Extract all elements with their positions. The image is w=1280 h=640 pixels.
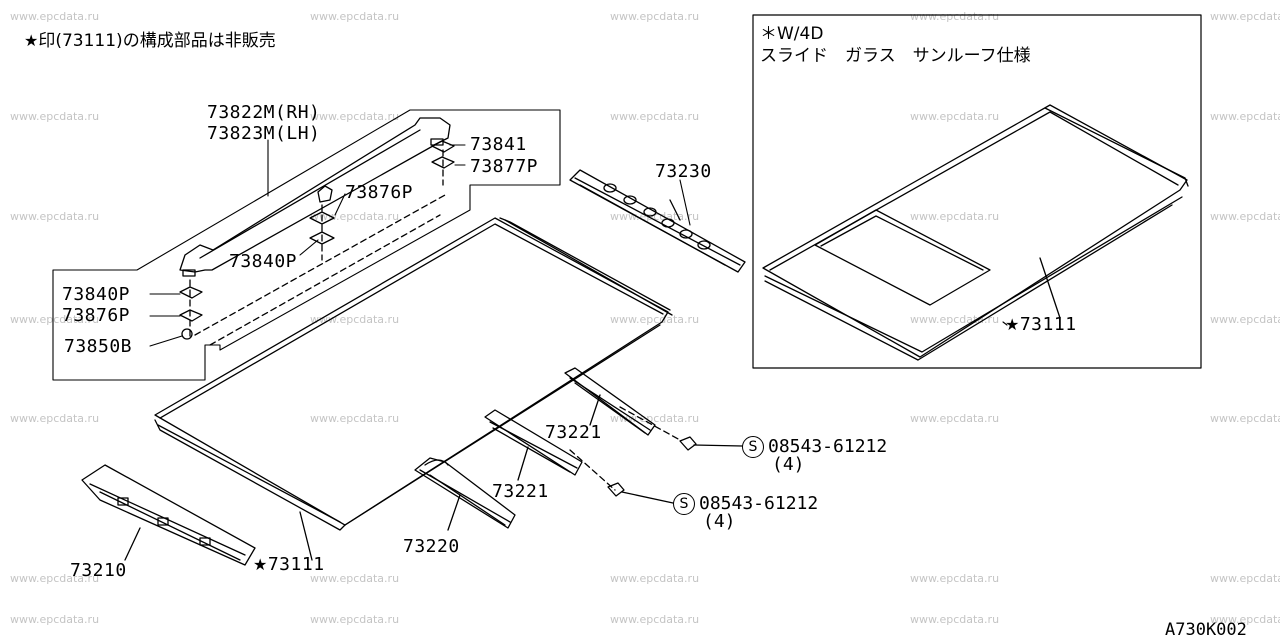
watermark-text: www.epcdata.ru xyxy=(10,210,100,223)
watermark-text: www.epcdata.ru xyxy=(610,572,700,585)
watermark-text: www.epcdata.ru xyxy=(910,572,1000,585)
watermark-text: www.epcdata.ru xyxy=(310,10,400,23)
watermark-text: www.epcdata.ru xyxy=(910,10,1000,23)
part-label-73840p-middle[interactable]: 73840P xyxy=(229,251,298,272)
rail-group-bracket xyxy=(52,109,561,381)
watermark-text: www.epcdata.ru xyxy=(10,613,100,626)
watermark-text: www.epcdata.ru xyxy=(310,313,400,326)
watermark-text: www.epcdata.ru xyxy=(610,412,700,425)
part-label-73876p[interactable]: 73876P xyxy=(62,305,131,326)
inset-frame xyxy=(752,14,1202,369)
watermark-text: www.epcdata.ru xyxy=(310,110,400,123)
part-number: 73111 xyxy=(267,554,325,575)
watermark-text: www.epcdata.ru xyxy=(1210,10,1280,23)
watermark-text: www.epcdata.ru xyxy=(1210,613,1280,626)
part-label-73841[interactable]: 73841 xyxy=(470,134,527,155)
main-roof-panel xyxy=(154,217,673,561)
star-icon: ★ xyxy=(253,555,268,574)
fastener-stack xyxy=(179,140,455,340)
part-label-73840p[interactable]: 73840P xyxy=(62,284,131,305)
inset-sunroof-opening xyxy=(814,209,991,306)
watermark-text: www.epcdata.ru xyxy=(910,412,1000,425)
watermark-text: www.epcdata.ru xyxy=(610,613,700,626)
screw-part-number-upper[interactable]: 08543-61212 xyxy=(768,436,888,457)
watermark-text: www.epcdata.ru xyxy=(1210,110,1280,123)
part-73221-b xyxy=(484,409,583,481)
roof-rail xyxy=(179,117,451,277)
inset-part-73111[interactable]: ★73111 xyxy=(1005,315,1077,335)
watermark-text: www.epcdata.ru xyxy=(910,110,1000,123)
non-sale-note: ★印(73111)の構成部品は非販売 xyxy=(24,31,276,51)
screw-quantity-lower: (4) xyxy=(703,511,736,532)
part-label-73877p[interactable]: 73877P xyxy=(470,156,539,177)
watermark-text: www.epcdata.ru xyxy=(10,10,100,23)
part-73220 xyxy=(414,457,516,531)
part-label-73876p-upper[interactable]: 73876P xyxy=(345,182,414,203)
inset-variant-description: スライド ガラス サンルーフ仕様 xyxy=(760,46,1031,66)
watermark-text: www.epcdata.ru xyxy=(10,110,100,123)
inset-roof-panel xyxy=(762,104,1189,361)
screw-part-number-lower[interactable]: 08543-61212 xyxy=(699,493,819,514)
screw-symbol-icon: S xyxy=(673,493,695,515)
watermark-text: www.epcdata.ru xyxy=(10,313,100,326)
part-number: 73111 xyxy=(1019,314,1077,335)
watermark-text: www.epcdata.ru xyxy=(310,572,400,585)
guide-lines xyxy=(189,149,681,491)
watermark-text: www.epcdata.ru xyxy=(610,110,700,123)
part-label-73221-upper[interactable]: 73221 xyxy=(545,422,602,443)
watermark-text: www.epcdata.ru xyxy=(10,412,100,425)
watermark-text: www.epcdata.ru xyxy=(310,210,400,223)
watermark-text: www.epcdata.ru xyxy=(910,613,1000,626)
watermark-text: www.epcdata.ru xyxy=(10,572,100,585)
part-label-73210[interactable]: 73210 xyxy=(70,560,127,581)
watermark-text: www.epcdata.ru xyxy=(1210,313,1280,326)
leader-lines xyxy=(149,139,1008,347)
part-label-73822m[interactable]: 73822M(RH) xyxy=(207,102,321,123)
star-icon: ★ xyxy=(24,31,39,50)
part-73230 xyxy=(569,169,746,273)
star-icon: ★ xyxy=(1005,315,1020,334)
screw-quantity-upper: (4) xyxy=(772,454,805,475)
watermark-text: www.epcdata.ru xyxy=(1210,412,1280,425)
inset-variant-label: ＊W/4D xyxy=(760,24,824,44)
watermark-text: www.epcdata.ru xyxy=(910,210,1000,223)
part-label-73850b[interactable]: 73850B xyxy=(64,336,133,357)
watermark-text: www.epcdata.ru xyxy=(610,10,700,23)
part-label-73823m[interactable]: 73823M(LH) xyxy=(207,123,321,144)
screw-symbol-icon: S xyxy=(742,436,764,458)
diagram-code: A730K002 xyxy=(1165,620,1247,640)
part-label-73111[interactable]: ★73111 xyxy=(253,555,325,575)
part-73221-a xyxy=(564,367,656,436)
watermark-text: www.epcdata.ru xyxy=(910,313,1000,326)
part-label-73220[interactable]: 73220 xyxy=(403,536,460,557)
watermark-text: www.epcdata.ru xyxy=(1210,572,1280,585)
watermark-text: www.epcdata.ru xyxy=(310,412,400,425)
watermark-text: www.epcdata.ru xyxy=(310,613,400,626)
note-text: 印(73111)の構成部品は非販売 xyxy=(38,31,276,51)
watermark-text: www.epcdata.ru xyxy=(610,313,700,326)
part-label-73230[interactable]: 73230 xyxy=(655,161,712,182)
part-73210 xyxy=(81,464,256,566)
part-label-73221-lower[interactable]: 73221 xyxy=(492,481,549,502)
screw-icons xyxy=(607,436,743,504)
watermark-text: www.epcdata.ru xyxy=(1210,210,1280,223)
